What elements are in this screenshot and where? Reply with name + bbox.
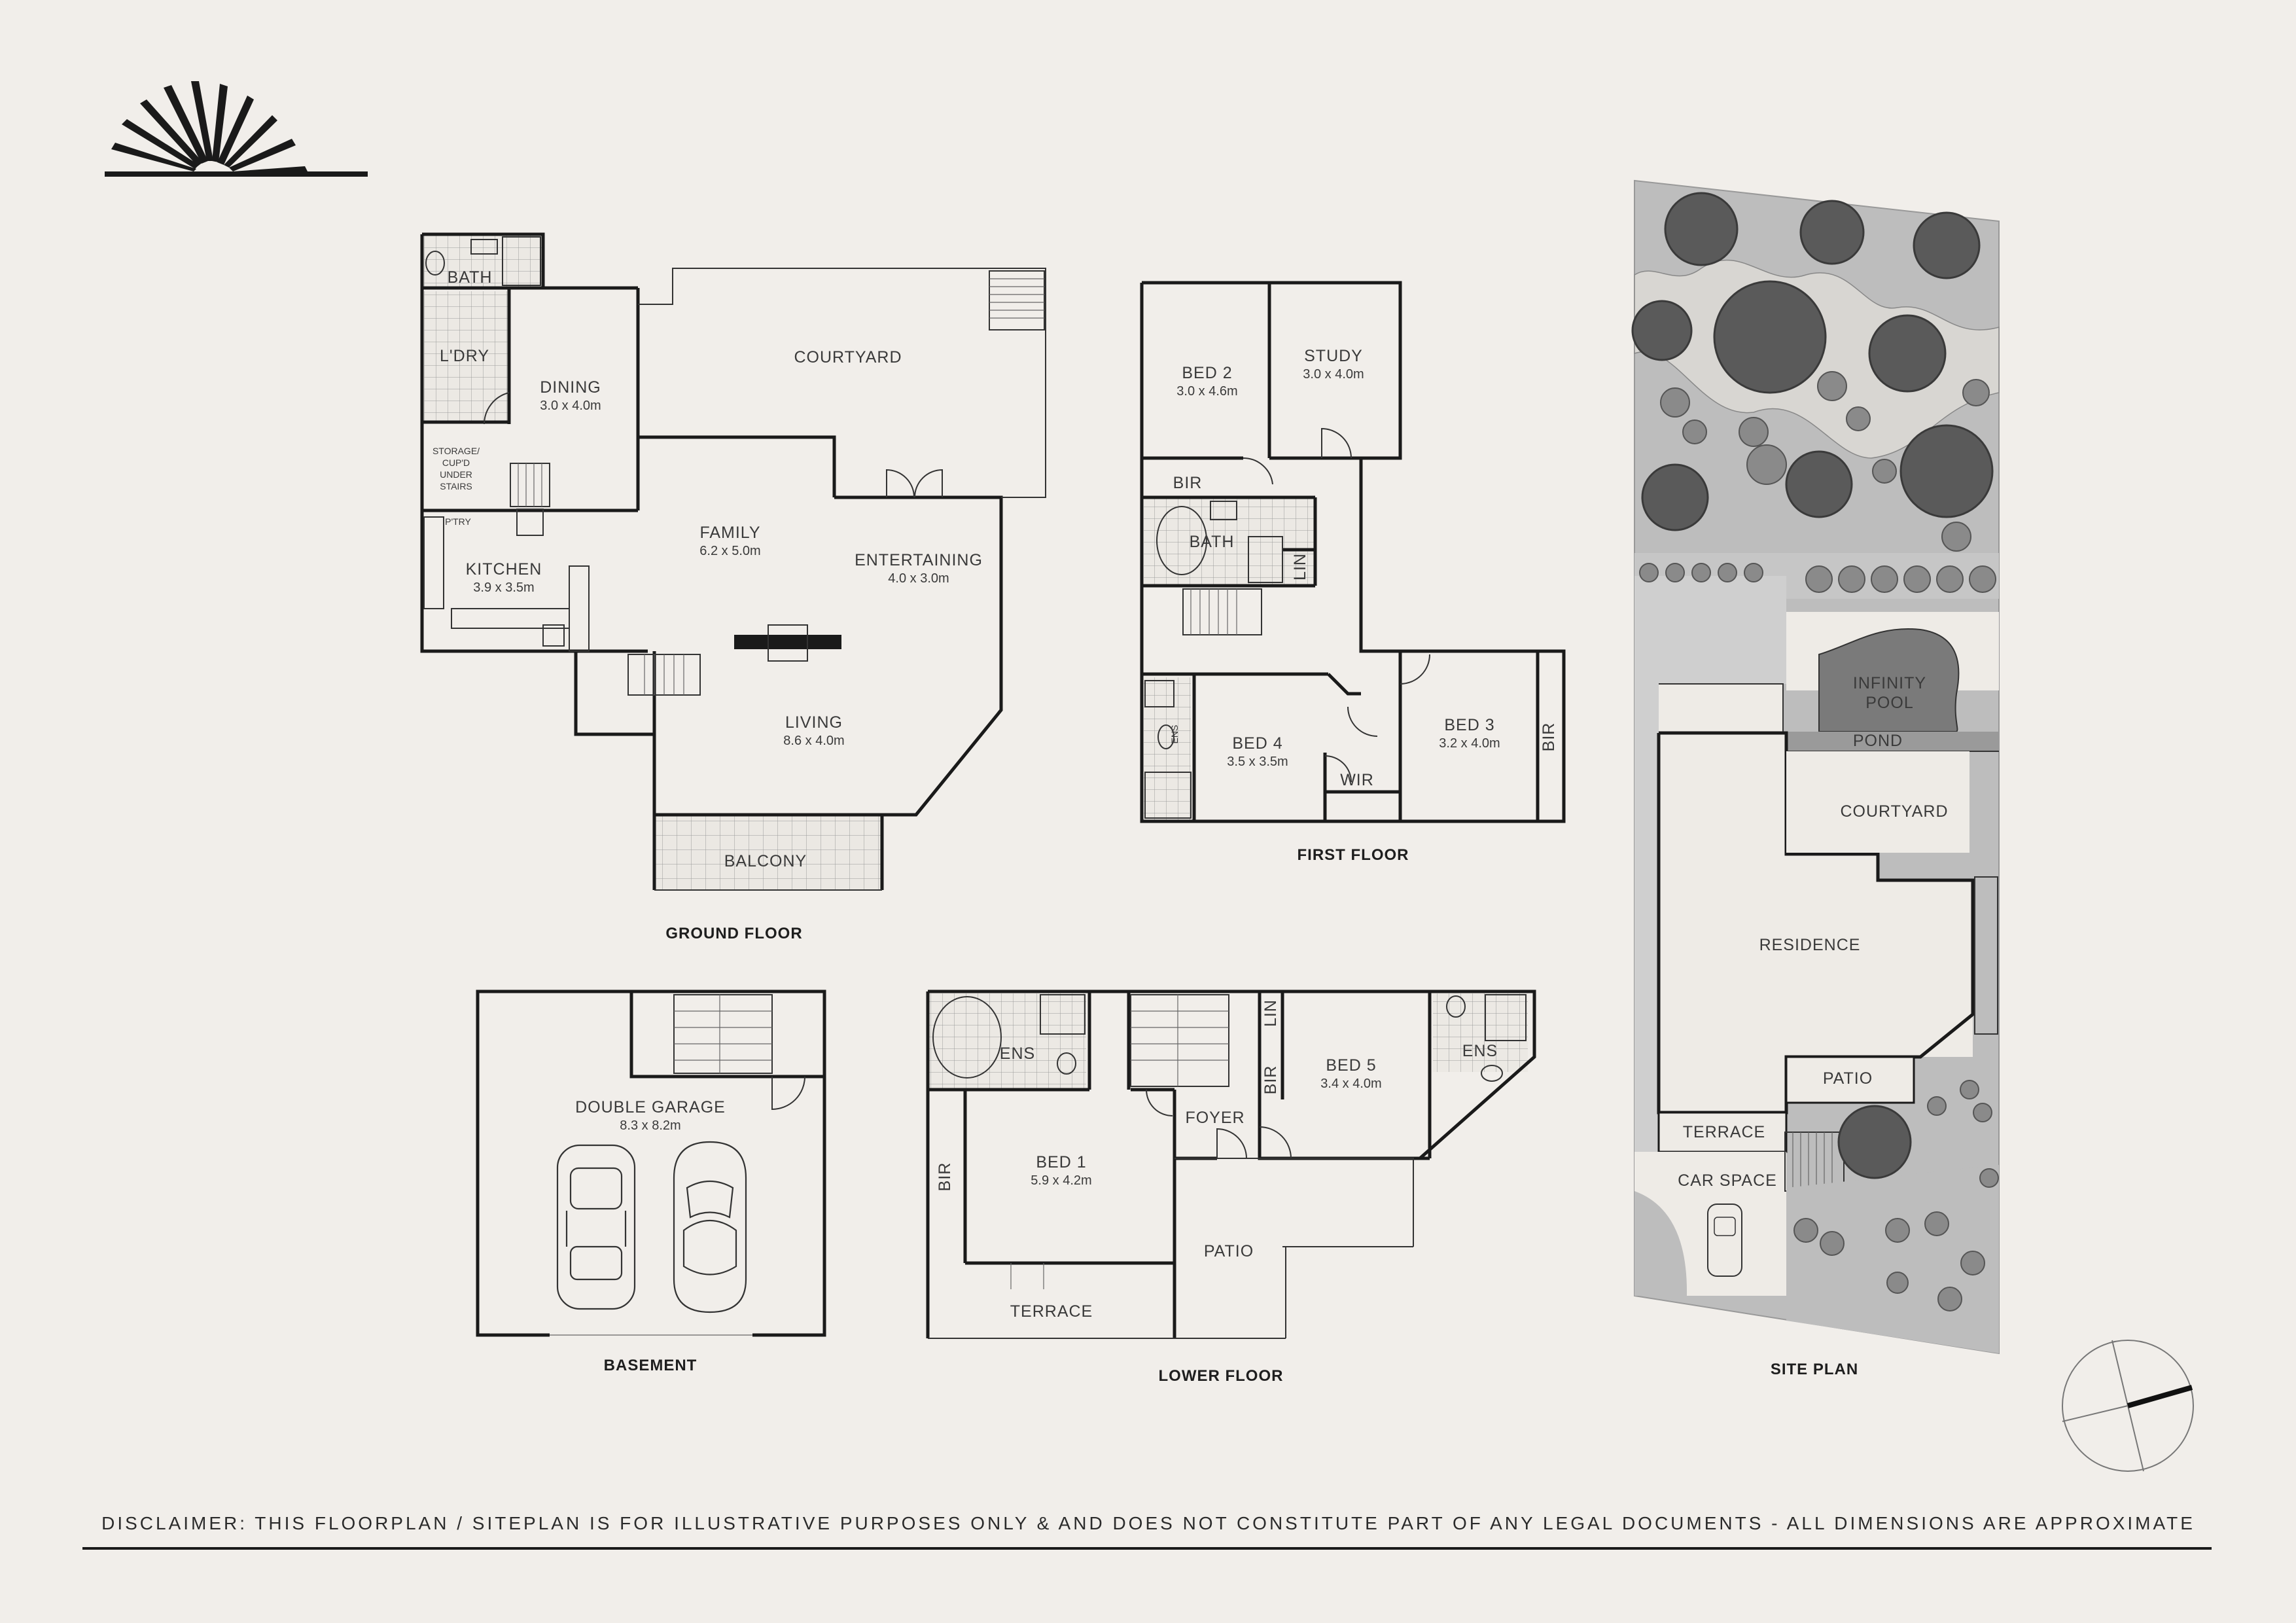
car-icon bbox=[673, 1141, 747, 1313]
ff-bed2-dim: 3.0 x 4.6m bbox=[1176, 384, 1237, 399]
gf-laundry-label: L'DRY bbox=[440, 347, 489, 365]
disclaimer-text: DISCLAIMER: THIS FLOORPLAN / SITEPLAN IS… bbox=[101, 1513, 2195, 1533]
sp-residence-label: RESIDENCE bbox=[1759, 936, 1861, 954]
gf-dining-dim: 3.0 x 4.0m bbox=[540, 399, 601, 413]
lf-foyer-label: FOYER bbox=[1185, 1109, 1245, 1127]
sp-terrace-label: TERRACE bbox=[1683, 1123, 1765, 1141]
gf-storage-label-1: STORAGE/ bbox=[433, 446, 480, 456]
ff-bir-top-label: BIR bbox=[1173, 474, 1203, 492]
ff-ens-label: ENS bbox=[1169, 725, 1180, 744]
gf-kitchen-dim: 3.9 x 3.5m bbox=[473, 580, 534, 595]
basement-plan bbox=[476, 990, 826, 1337]
ff-bed2-label: BED 2 bbox=[1182, 364, 1232, 382]
gf-storage-label-2: CUP'D bbox=[442, 457, 470, 468]
gf-storage-label-4: STAIRS bbox=[440, 481, 472, 491]
gf-bath-label: BATH bbox=[448, 268, 493, 287]
lf-bed1-dim: 5.9 x 4.2m bbox=[1031, 1173, 1091, 1188]
first-floor-title: FIRST FLOOR bbox=[1298, 846, 1409, 864]
basement-title: BASEMENT bbox=[604, 1357, 698, 1374]
ff-bir-right-label: BIR bbox=[1540, 722, 1558, 752]
sp-pool-label-1: INFINITY bbox=[1853, 674, 1926, 692]
gf-living-dim: 8.6 x 4.0m bbox=[783, 734, 844, 748]
ff-lin-label: LIN bbox=[1291, 553, 1309, 580]
ff-study-label: STUDY bbox=[1304, 347, 1363, 365]
ff-bed3-label: BED 3 bbox=[1444, 716, 1494, 734]
sp-pool-label-2: POOL bbox=[1865, 694, 1913, 712]
tree-icon bbox=[1631, 192, 1994, 1179]
lf-lin-label: LIN bbox=[1262, 999, 1280, 1027]
site-plan bbox=[1631, 179, 2000, 1355]
gf-family-dim: 6.2 x 5.0m bbox=[699, 544, 760, 558]
lf-bed5-dim: 3.4 x 4.0m bbox=[1320, 1077, 1381, 1091]
sp-courtyard-label: COURTYARD bbox=[1840, 802, 1948, 821]
car-icon bbox=[556, 1144, 636, 1310]
gf-balcony-label: BALCONY bbox=[724, 852, 807, 870]
lf-bir-left-label: BIR bbox=[936, 1162, 954, 1192]
lower-floor-plan bbox=[926, 990, 1536, 1339]
site-plan-title: SITE PLAN bbox=[1771, 1361, 1858, 1378]
sp-car-space-label: CAR SPACE bbox=[1678, 1171, 1777, 1190]
lf-patio-label: PATIO bbox=[1204, 1242, 1254, 1260]
ff-bed4-label: BED 4 bbox=[1232, 734, 1282, 753]
gf-kitchen-label: KITCHEN bbox=[466, 560, 542, 579]
gf-dining-label: DINING bbox=[540, 378, 601, 397]
lower-floor-title: LOWER FLOOR bbox=[1159, 1367, 1284, 1385]
ff-bed4-dim: 3.5 x 3.5m bbox=[1227, 755, 1288, 769]
lf-bed5-label: BED 5 bbox=[1326, 1056, 1376, 1075]
lf-bir-mid-label: BIR bbox=[1262, 1065, 1280, 1095]
compass-icon bbox=[2062, 1340, 2194, 1472]
bs-garage-dim: 8.3 x 8.2m bbox=[620, 1118, 680, 1133]
gf-entertaining-dim: 4.0 x 3.0m bbox=[888, 571, 949, 586]
lf-ens-left-label: ENS bbox=[1000, 1044, 1035, 1063]
gf-courtyard-label: COURTYARD bbox=[794, 348, 902, 366]
sunrise-logo-icon bbox=[105, 81, 368, 177]
footer-divider bbox=[82, 1547, 2212, 1550]
ff-bath-label: BATH bbox=[1190, 533, 1235, 551]
ff-study-dim: 3.0 x 4.0m bbox=[1303, 367, 1364, 382]
gf-storage-label-3: UNDER bbox=[440, 469, 472, 480]
sp-patio-label: PATIO bbox=[1823, 1069, 1873, 1088]
lf-terrace-label: TERRACE bbox=[1010, 1302, 1093, 1321]
ground-floor-plan bbox=[420, 232, 1046, 891]
gf-family-label: FAMILY bbox=[699, 524, 760, 542]
gf-living-label: LIVING bbox=[785, 713, 843, 732]
gf-pantry-label: P'TRY bbox=[445, 516, 471, 527]
ground-floor-title: GROUND FLOOR bbox=[665, 925, 802, 942]
sp-pond-label: POND bbox=[1853, 732, 1903, 750]
first-floor-plan bbox=[1140, 281, 1566, 823]
lf-ens-right-label: ENS bbox=[1462, 1042, 1498, 1060]
bs-garage-label: DOUBLE GARAGE bbox=[575, 1098, 726, 1116]
gf-entertaining-label: ENTERTAINING bbox=[855, 551, 983, 569]
ff-bed3-dim: 3.2 x 4.0m bbox=[1439, 736, 1500, 751]
ff-wir-label: WIR bbox=[1340, 771, 1374, 789]
lf-bed1-label: BED 1 bbox=[1036, 1153, 1086, 1171]
